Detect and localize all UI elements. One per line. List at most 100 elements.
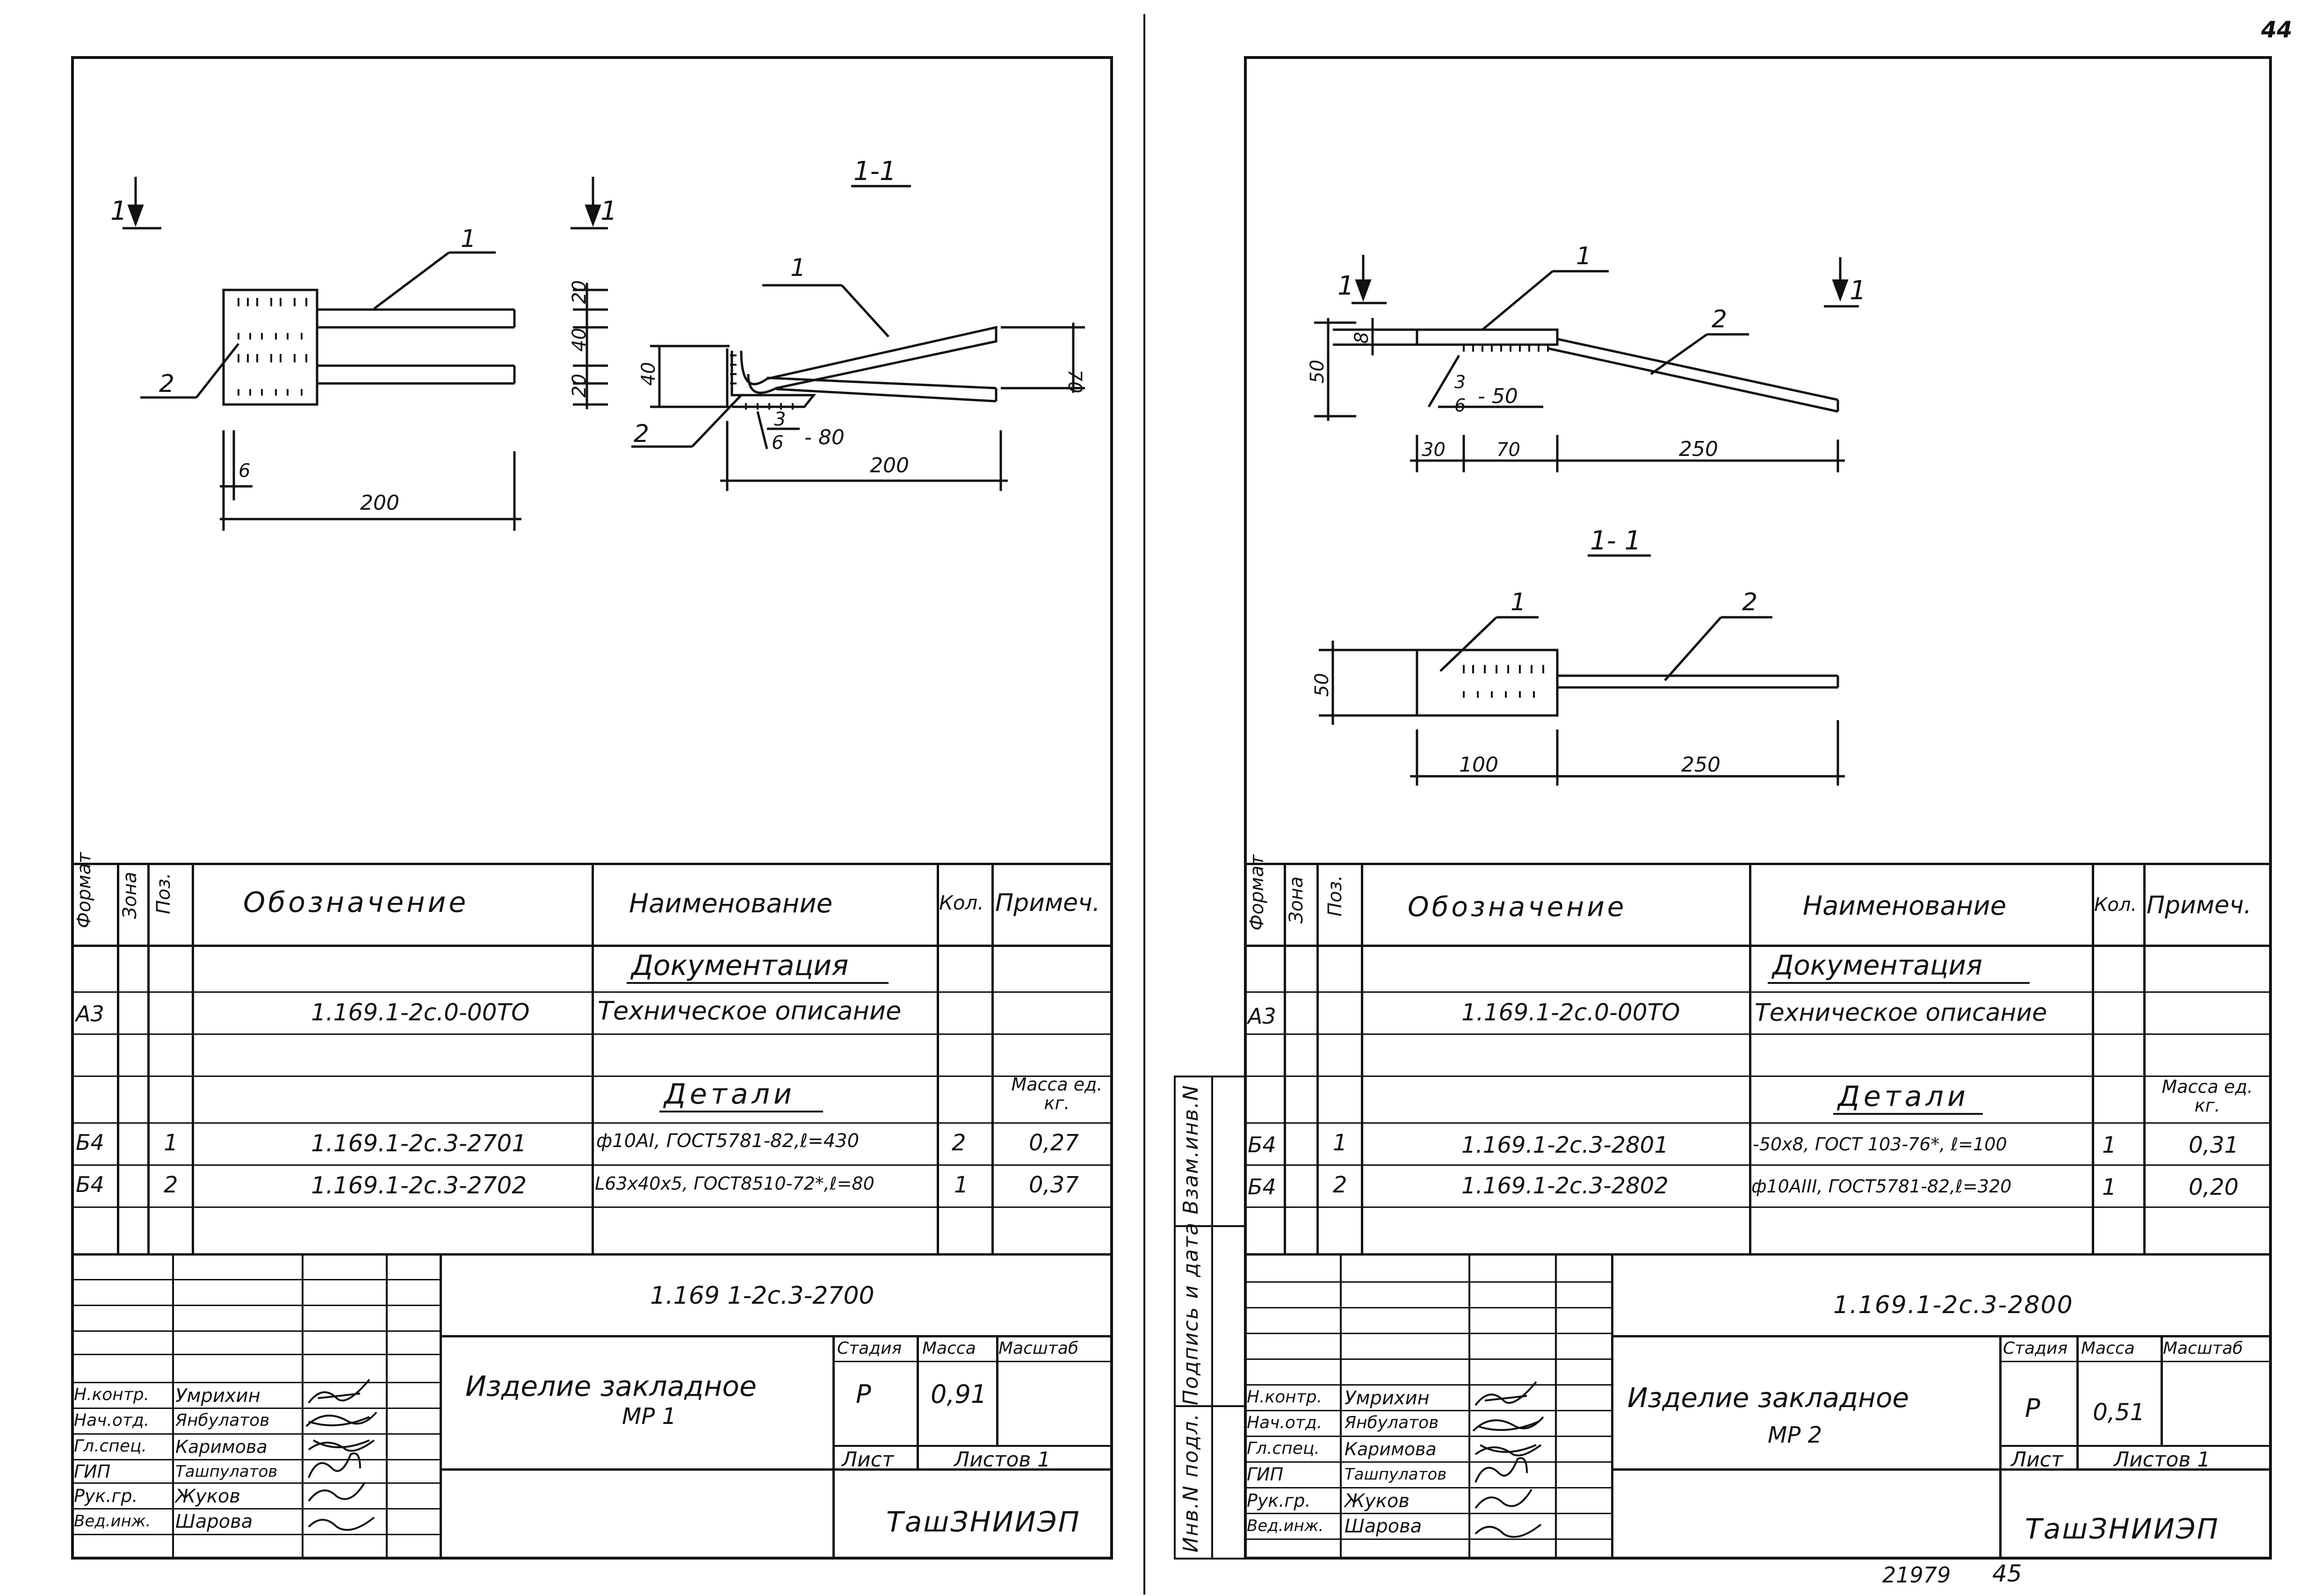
left-name-5: Жуков	[175, 1486, 240, 1507]
right-sig-col-2	[1468, 1253, 1470, 1560]
right-name-1: Умрихин	[1345, 1387, 1430, 1409]
page-number: 44	[2261, 17, 2292, 43]
right-row1-pos: 1	[1333, 1130, 1347, 1156]
right-role-5: Рук.гр.	[1247, 1490, 1311, 1511]
left-row1-name: ф10АI, ГОСТ5781-82,ℓ=430	[596, 1130, 860, 1152]
right-tb-mass-label: Масса	[2081, 1339, 2135, 1358]
right-spec-header-bottom	[1244, 945, 2272, 947]
right-col-format	[1284, 863, 1286, 1253]
left-dim-70: 70	[1064, 369, 1085, 393]
right-hdr-note: Примеч.	[2147, 891, 2252, 919]
left-row1-pos: 1	[164, 1130, 178, 1156]
right-row2-qty: 1	[2102, 1174, 2117, 1200]
right-name-3: Каримова	[1345, 1439, 1437, 1459]
right-dim-100: 100	[1459, 753, 1498, 777]
left-section-docs: Документация	[631, 949, 849, 982]
left-role-2: Нач.отд.	[74, 1411, 150, 1430]
left-sig-row-f	[71, 1408, 440, 1409]
left-dim-40: 40	[569, 328, 590, 352]
right-docs-underline	[1768, 982, 2030, 984]
right-role-3: Гл.спец.	[1247, 1439, 1320, 1458]
left-sec-pos-2: 2	[634, 420, 649, 448]
left-plan-pos-2: 2	[159, 370, 174, 398]
left-tb-v-mass	[917, 1335, 919, 1468]
right-role-1: Н.контр.	[1247, 1387, 1323, 1407]
right-row1-format: Б4	[1248, 1132, 1276, 1157]
side-stamp-col-1	[1174, 1076, 1176, 1560]
left-doc-designation: 1.169.1-2с.0-00ТО	[311, 999, 530, 1026]
left-section-parts: Детали	[664, 1078, 795, 1111]
side-stamp-bottom	[1174, 1558, 1244, 1560]
right-row2-format: Б4	[1248, 1174, 1276, 1199]
left-docs-underline	[627, 982, 889, 984]
left-name-6: Шарова	[175, 1511, 253, 1532]
right-tb-product: Изделие закладное	[1627, 1382, 1909, 1414]
right-tb-vsplit	[1611, 1253, 1613, 1560]
left-sig-row-g	[71, 1433, 440, 1435]
left-sig-row-k	[71, 1534, 440, 1535]
left-hdr-name: Наименование	[629, 888, 833, 919]
left-row1-note: 0,27	[1029, 1130, 1079, 1156]
left-parts-underline	[659, 1111, 823, 1112]
right-section-docs: Документация	[1772, 949, 1982, 981]
right-hdr-name: Наименование	[1803, 891, 2007, 921]
left-row2-note: 0,37	[1029, 1172, 1079, 1198]
left-row2-qty: 1	[954, 1172, 969, 1198]
left-col-format	[117, 863, 119, 1253]
right-tb-hline-org	[1611, 1468, 2272, 1471]
bottom-code-right: 45	[1992, 1560, 2022, 1587]
left-name-2: Янбулатов	[175, 1411, 270, 1430]
left-sig-row-c	[71, 1330, 440, 1332]
right-top-pos-2: 2	[1712, 305, 1727, 333]
right-name-5: Жуков	[1345, 1490, 1410, 1512]
right-spec-row-line-1	[1244, 991, 2272, 993]
right-sig-row-c	[1244, 1333, 1611, 1334]
left-row2-name: L63x40x5, ГОСТ8510-72*,ℓ=80	[595, 1173, 875, 1194]
right-tb-stage: Р	[2025, 1394, 2040, 1423]
right-dim-8: 8	[1351, 332, 1373, 344]
left-mass-header: Масса ед. кг.	[1011, 1074, 1103, 1113]
left-section-mark-left: 1	[110, 196, 127, 226]
left-col-qty	[991, 863, 994, 1253]
right-section-title: 1- 1	[1590, 526, 1641, 556]
right-sheet-frame	[1244, 56, 2272, 1560]
left-sig-row-d	[71, 1354, 440, 1355]
left-row1-format: Б4	[76, 1130, 104, 1155]
right-hdr-designation: Обозначение	[1408, 891, 1627, 923]
left-name-4: Ташпулатов	[175, 1462, 278, 1481]
side-stamp-top	[1174, 1076, 1244, 1077]
right-col-zone	[1316, 863, 1319, 1253]
left-col-name	[937, 863, 939, 1253]
left-doc-format: А3	[76, 1001, 104, 1026]
left-sig-row-a	[71, 1279, 440, 1280]
left-tb-v-stage	[832, 1335, 835, 1560]
left-tb-sheets-label: Листов 1	[954, 1448, 1051, 1472]
left-tb-mark: МР 1	[622, 1403, 677, 1430]
right-top-pos-1: 1	[1576, 242, 1591, 270]
right-doc-format: А3	[1248, 1004, 1276, 1029]
right-section-mark-right: 1	[1850, 275, 1866, 306]
right-dim-30: 30	[1422, 439, 1446, 461]
right-dim-250-bot: 250	[1681, 753, 1720, 777]
left-tb-mass: 0,91	[931, 1379, 987, 1409]
right-tb-h-sheet	[1999, 1445, 2272, 1447]
center-fold-line	[1143, 14, 1145, 1595]
right-sig-col-1	[1340, 1253, 1342, 1560]
right-hdr-qty: Кол.	[2094, 894, 2137, 916]
right-tb-sheet-label: Лист	[2011, 1448, 2063, 1472]
right-sig-row-f	[1244, 1410, 1611, 1411]
right-section-parts: Детали	[1838, 1080, 1969, 1113]
right-name-6: Шарова	[1345, 1516, 1422, 1537]
right-role-2: Нач.отд.	[1247, 1413, 1323, 1432]
left-dim-20b: 20	[569, 374, 590, 397]
right-sig-row-d	[1244, 1358, 1611, 1360]
left-section-mark-right: 1	[600, 196, 617, 226]
right-sig-row-j	[1244, 1513, 1611, 1514]
left-hdr-designation: Обозначение	[243, 886, 469, 919]
right-row1-qty: 1	[2102, 1132, 2117, 1158]
side-stamp-col-2	[1211, 1076, 1213, 1560]
right-col-name	[2092, 863, 2094, 1253]
left-col-designation	[592, 863, 594, 1253]
right-tb-v-mass	[2076, 1335, 2079, 1468]
